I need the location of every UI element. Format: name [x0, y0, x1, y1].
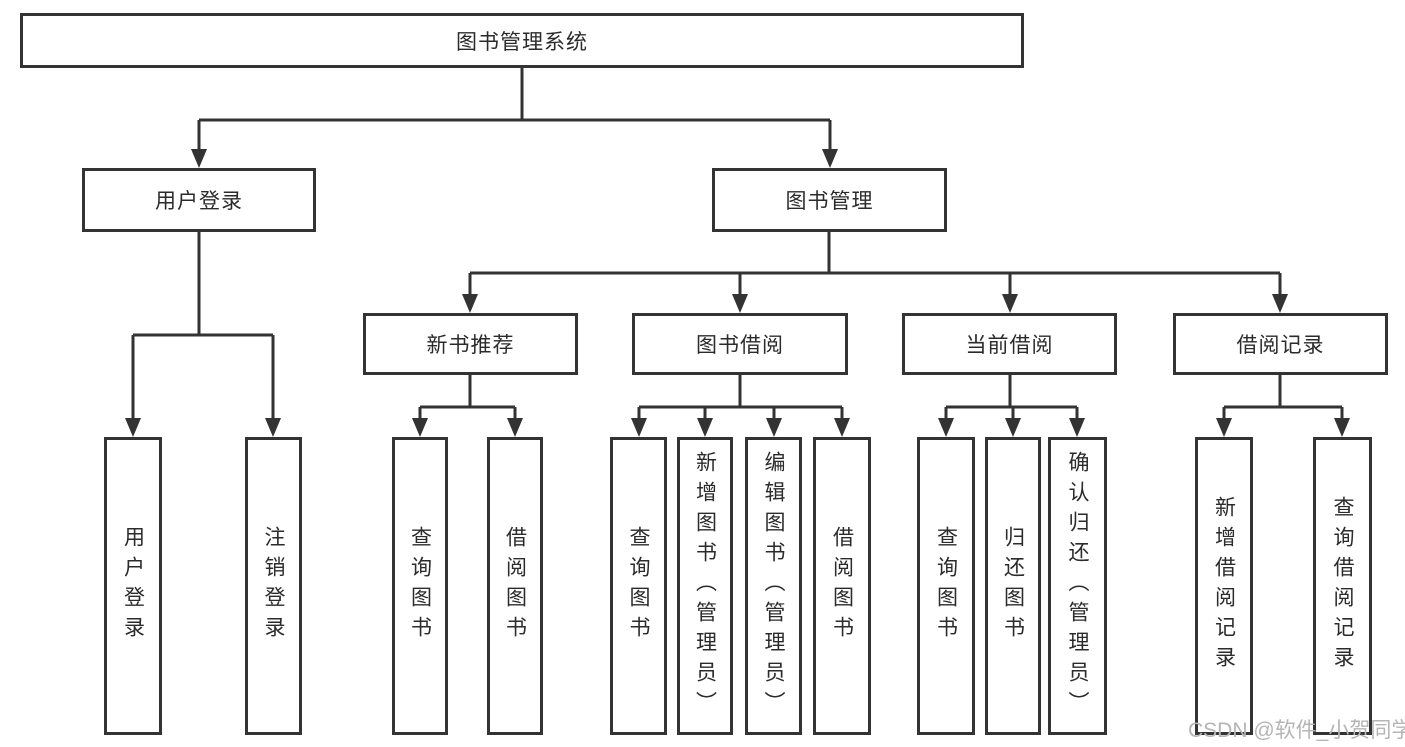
leaf-borrow-books-recommend: 借阅图书	[487, 437, 543, 735]
node-user-login-label: 用户登录	[155, 190, 243, 213]
leaf-query-books-recommend: 查询图书	[392, 437, 448, 735]
node-root-title-label: 图书管理系统	[456, 30, 588, 54]
node-current-borrow-label: 当前借阅	[965, 334, 1054, 357]
leaf-edit-book-admin: 编辑图书（管理员）	[745, 437, 802, 735]
node-new-book-recommend-label: 新书推荐	[426, 334, 515, 357]
node-book-management-label: 图书管理	[785, 190, 874, 213]
leaf-query-books-current: 查询图书	[917, 437, 975, 735]
leaf-add-borrow-record-label: 新增借阅记录	[1212, 496, 1236, 676]
leaf-add-book-admin: 新增图书（管理员）	[677, 437, 733, 735]
leaf-borrow-books-recommend-label: 借阅图书	[503, 526, 527, 646]
leaf-confirm-return-admin: 确认归还（管理员）	[1048, 437, 1107, 735]
node-borrow-records: 借阅记录	[1173, 313, 1388, 375]
leaf-add-book-admin-label: 新增图书（管理员）	[693, 451, 717, 721]
leaf-query-books-borrow-label: 查询图书	[627, 526, 650, 646]
leaf-return-book-label: 归还图书	[1001, 526, 1025, 646]
leaf-query-books-recommend-label: 查询图书	[408, 526, 432, 646]
leaf-edit-book-admin-label: 编辑图书（管理员）	[762, 451, 785, 721]
node-book-management: 图书管理	[712, 168, 947, 232]
node-new-book-recommend: 新书推荐	[363, 313, 578, 375]
leaf-add-borrow-record: 新增借阅记录	[1195, 437, 1253, 735]
watermark-text: CSDN @软件_小贺同学	[1188, 719, 1405, 742]
leaf-query-books-borrow: 查询图书	[610, 437, 667, 735]
leaf-query-borrow-record: 查询借阅记录	[1313, 437, 1372, 735]
leaf-query-books-current-label: 查询图书	[934, 526, 958, 646]
leaf-user-login: 用户登录	[104, 437, 162, 735]
leaf-borrow-books-label: 借阅图书	[830, 526, 854, 646]
leaf-confirm-return-admin-label: 确认归还（管理员）	[1066, 451, 1089, 721]
node-borrow-records-label: 借阅记录	[1236, 334, 1325, 357]
node-book-borrow-label: 图书借阅	[696, 334, 784, 357]
leaf-return-book: 归还图书	[985, 437, 1041, 735]
node-root-title: 图书管理系统	[20, 13, 1024, 68]
leaf-logout-label: 注销登录	[262, 526, 285, 646]
leaf-query-borrow-record-label: 查询借阅记录	[1331, 496, 1354, 676]
leaf-user-login-label: 用户登录	[121, 526, 145, 646]
node-current-borrow: 当前借阅	[902, 313, 1117, 375]
node-user-login: 用户登录	[82, 168, 316, 232]
node-book-borrow: 图书借阅	[632, 313, 848, 375]
leaf-borrow-books: 借阅图书	[813, 437, 871, 735]
leaf-logout: 注销登录	[245, 437, 302, 735]
